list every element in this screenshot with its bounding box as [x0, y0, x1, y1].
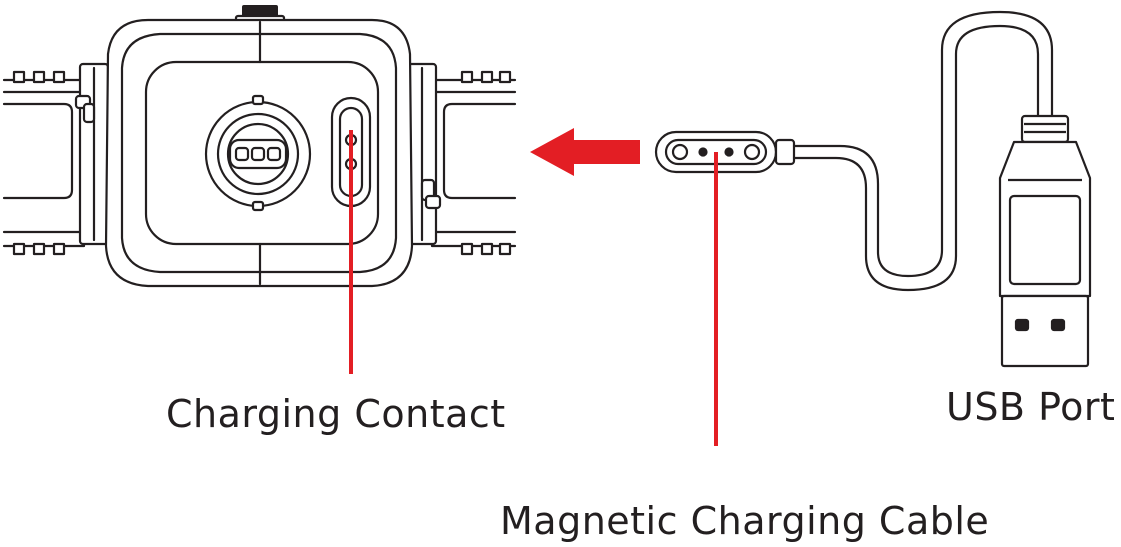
arrow-left-icon	[530, 128, 640, 176]
right-strap	[406, 62, 517, 256]
cable-icon	[792, 10, 1054, 292]
heart-rate-sensor-icon	[204, 94, 312, 212]
left-strap	[2, 62, 110, 256]
smartwatch-back-icon	[2, 5, 517, 288]
magnetic-charging-cable-label: Magnetic Charging Cable	[500, 499, 990, 543]
charging-contact-label: Charging Contact	[166, 392, 506, 436]
usb-plug-icon	[998, 114, 1092, 368]
usb-port-label: USB Port	[946, 385, 1116, 429]
magnetic-connector-icon	[654, 130, 796, 174]
